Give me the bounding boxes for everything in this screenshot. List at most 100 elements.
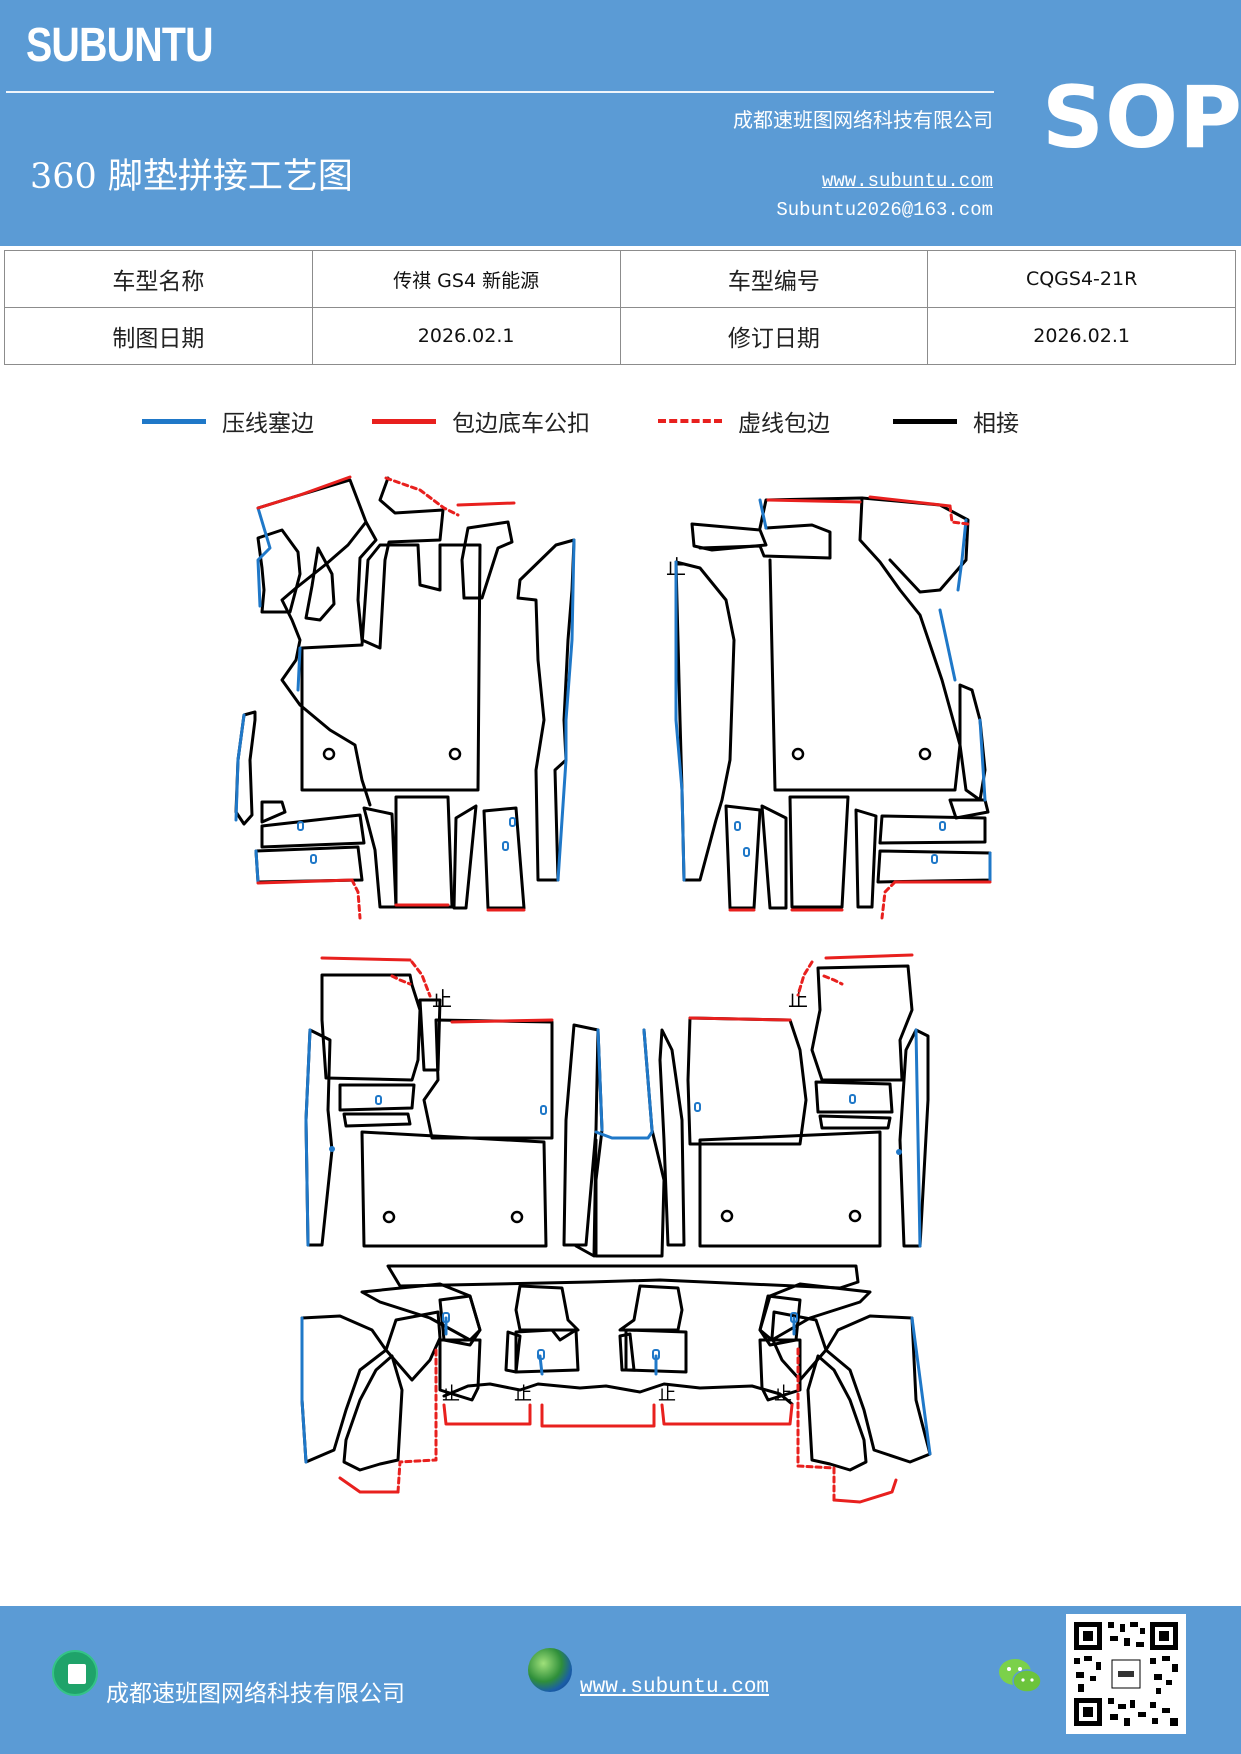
mat-body xyxy=(300,543,482,792)
tunnel-part xyxy=(574,1138,598,1258)
document-title: 360 脚垫拼接工艺图 xyxy=(30,157,353,197)
mat-part xyxy=(342,1112,412,1128)
mat-part xyxy=(360,1282,482,1342)
mounting-hole xyxy=(791,747,805,761)
dashed-wrap-edge xyxy=(390,974,412,986)
mat-part xyxy=(452,804,478,910)
revise-date-label: 修订日期 xyxy=(619,307,929,365)
sop-badge: SOP xyxy=(1042,68,1241,168)
press-line-edge xyxy=(674,560,686,882)
mat-part xyxy=(948,798,990,820)
mat-part xyxy=(438,1294,482,1347)
mat-outline xyxy=(256,478,372,807)
front-left-mat xyxy=(234,475,576,920)
press-line-edge xyxy=(538,1354,544,1376)
header-banner: SUBUNTU 成都速班图网络科技有限公司 360 脚垫拼接工艺图 www.su… xyxy=(0,0,1241,246)
mat-part xyxy=(758,1282,872,1342)
press-line-edge xyxy=(296,646,302,692)
mat-part xyxy=(304,1028,334,1247)
mat-body xyxy=(758,496,962,792)
clip-marker xyxy=(694,1102,701,1112)
mat-part xyxy=(260,800,287,824)
wechat-icon[interactable] xyxy=(996,1656,1044,1696)
dashed-wrap-edge xyxy=(384,476,460,517)
press-line-edge xyxy=(910,1316,932,1456)
clip-marker xyxy=(790,1312,798,1323)
mat-part xyxy=(516,538,576,882)
vehicle-info-table: 车型名称 传祺 GS4 新能源 车型编号 CQGS4-21R 制图日期 2026… xyxy=(4,250,1236,365)
mat-part xyxy=(514,1284,580,1332)
seam-mark: 止 xyxy=(788,987,808,1011)
mat-part xyxy=(482,806,526,910)
mat-part xyxy=(394,795,454,909)
clip-marker xyxy=(939,821,946,831)
legend-item: 相接 xyxy=(893,396,1019,446)
wrap-edge xyxy=(320,956,412,962)
dashed-wrap-edge xyxy=(822,974,844,986)
email-address[interactable]: Subuntu2026@163.com xyxy=(776,199,993,221)
mat-part xyxy=(770,1310,828,1382)
press-line-edge xyxy=(300,1316,308,1464)
mat-part xyxy=(422,1018,554,1140)
mat-part xyxy=(758,1294,802,1347)
clip-marker xyxy=(310,854,317,864)
mat-part xyxy=(724,804,762,910)
table-row: 车型名称 传祺 GS4 新能源 车型编号 CQGS4-21R xyxy=(4,250,1236,308)
dashed-wrap-edge xyxy=(880,880,897,920)
qr-code-icon[interactable] xyxy=(1066,1614,1186,1734)
mat-part xyxy=(300,1314,388,1464)
dashed-wrap-edge xyxy=(396,1346,438,1494)
mat-part xyxy=(338,1083,416,1112)
legend-label: 包边底车公扣 xyxy=(452,411,590,437)
model-name-value: 传祺 GS4 新能源 xyxy=(311,250,621,308)
wrap-edge xyxy=(338,1476,400,1494)
mat-outline xyxy=(698,523,832,560)
press-line-edge xyxy=(596,1028,604,1132)
draw-date-value: 2026.02.1 xyxy=(311,307,621,365)
mat-part xyxy=(320,973,422,1082)
mat-part xyxy=(438,1338,482,1402)
mat-part xyxy=(442,1382,794,1406)
seam-mark: 止 xyxy=(514,1384,532,1405)
legend-swatch-black xyxy=(893,418,957,424)
model-code-label: 车型编号 xyxy=(619,250,929,308)
building-icon xyxy=(52,1650,98,1696)
wrap-edge xyxy=(256,475,352,510)
table-row: 制图日期 2026.02.1 修订日期 2026.02.1 xyxy=(4,307,1236,365)
clip-marker xyxy=(931,854,938,864)
press-line-edge xyxy=(978,718,987,802)
rear-floor-mats: 止 止 xyxy=(304,953,930,1258)
press-line-edge xyxy=(594,1130,654,1140)
clip-marker xyxy=(849,1094,856,1104)
website-link[interactable]: www.subuntu.com xyxy=(821,170,993,192)
mat-outline xyxy=(690,522,768,552)
dashed-wrap-edge xyxy=(410,960,432,998)
footer-company-name: 成都速班图网络科技有限公司 xyxy=(106,1681,405,1707)
clip-marker xyxy=(375,1095,382,1105)
mat-part xyxy=(810,964,914,1082)
front-right-mat: 止 xyxy=(666,495,992,920)
press-line-edge xyxy=(956,518,968,592)
model-name-label: 车型名称 xyxy=(4,250,313,308)
dashed-wrap-edge xyxy=(350,878,362,920)
mounting-hole xyxy=(448,747,462,761)
footer-banner: 成都速班图网络科技有限公司 www.subuntu.com xyxy=(0,1606,1241,1754)
wrap-edge xyxy=(456,501,516,507)
clip-marker xyxy=(329,1146,335,1152)
mat-part xyxy=(674,560,736,882)
tunnel-part xyxy=(594,1028,666,1258)
seam-mark: 止 xyxy=(442,1384,460,1405)
mat-part xyxy=(958,683,987,802)
mounting-hole xyxy=(720,1209,734,1223)
mat-part xyxy=(260,813,366,849)
wrap-edge xyxy=(660,1403,794,1426)
mat-part xyxy=(418,998,442,1072)
mat-part xyxy=(624,1328,688,1374)
press-line-edge xyxy=(642,1028,654,1132)
mat-part xyxy=(386,1264,860,1290)
rear-seat-mats: 止 止 止 止 xyxy=(300,1264,932,1504)
mat-part xyxy=(686,1016,808,1146)
footer-website-link[interactable]: www.subuntu.com xyxy=(580,1676,770,1699)
mounting-hole xyxy=(918,747,932,761)
mat-part xyxy=(898,1028,930,1248)
